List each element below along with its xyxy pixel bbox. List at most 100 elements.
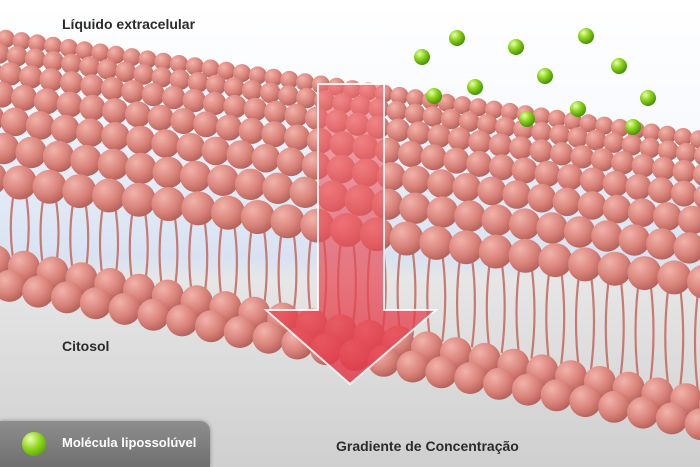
lipid-head — [648, 177, 675, 204]
lipid-head — [477, 176, 507, 206]
lipid-head — [557, 164, 584, 191]
lipid-head — [627, 198, 657, 227]
lipid-head — [276, 147, 306, 177]
lipid-head — [166, 304, 199, 337]
lipid-head — [179, 160, 212, 193]
lipid-head — [207, 164, 239, 196]
lipid-head — [261, 121, 288, 148]
lipid-head — [185, 57, 204, 76]
lipid-head — [657, 260, 692, 295]
lipid-head — [402, 165, 431, 195]
lipid-head — [0, 269, 26, 302]
lipid-head — [122, 48, 141, 67]
lipid-head — [627, 256, 662, 291]
lipid-head — [488, 154, 515, 181]
lipid-head — [296, 73, 314, 92]
lipid-head — [262, 172, 294, 204]
lipid-head — [389, 221, 424, 256]
lipid-head — [240, 200, 275, 234]
lipid-head — [223, 77, 245, 98]
lipid-tail — [649, 283, 655, 382]
lipid-head — [427, 124, 451, 148]
legend-molecule-label: Molécula lipossolúvel — [62, 435, 197, 450]
lipid-head — [672, 159, 696, 184]
liposoluble-molecule — [508, 39, 524, 55]
lipid-head — [28, 34, 47, 53]
lipid-tail — [560, 270, 566, 365]
green-sphere-icon — [22, 432, 46, 456]
lipid-head — [406, 89, 425, 108]
lipid-head — [154, 52, 173, 71]
lipid-head — [137, 298, 170, 331]
lipid-head — [500, 102, 519, 121]
lipid-head — [511, 373, 544, 406]
lipid-head — [631, 154, 655, 178]
lipid-head — [59, 71, 84, 95]
lipid-head — [19, 65, 43, 89]
lipid-head — [195, 310, 227, 343]
lipid-head — [568, 247, 602, 282]
lipid-head — [0, 132, 20, 165]
lipid-head — [162, 85, 186, 110]
lipid-head — [202, 91, 227, 116]
lipid-head — [447, 127, 472, 151]
lipid-head — [550, 142, 574, 166]
lipid-head — [642, 123, 661, 142]
liposoluble-molecules — [414, 28, 656, 135]
lipid-head — [217, 61, 236, 80]
lipid-head — [121, 182, 156, 217]
lipid-head — [264, 68, 283, 87]
lipid-head — [694, 146, 700, 166]
lipid-head — [80, 74, 104, 98]
lipid-head — [56, 91, 83, 118]
lipid-head — [597, 251, 632, 286]
lipid-tail — [500, 261, 506, 354]
lipid-head — [91, 43, 110, 62]
lipid-head — [466, 150, 493, 177]
lipid-head — [458, 111, 480, 132]
lipid-head — [280, 70, 299, 89]
lipid-head — [538, 243, 573, 278]
lipid-head — [15, 136, 47, 169]
lipid-head — [252, 321, 285, 354]
lipid-head — [147, 104, 174, 131]
lipid-head — [495, 116, 516, 138]
lipid-head — [579, 114, 598, 133]
lipid-tail — [515, 265, 521, 359]
lipid-head — [151, 129, 180, 158]
lipid-head — [386, 100, 408, 122]
lipid-head — [570, 145, 594, 169]
lipid-head — [684, 408, 700, 441]
lipid-head — [108, 292, 141, 325]
lipid-head — [115, 61, 136, 83]
lipid-head — [79, 287, 112, 320]
lipid-head — [97, 58, 118, 80]
lipid-head — [138, 50, 157, 69]
lipid-head — [234, 168, 267, 200]
lipid-head — [657, 140, 679, 161]
lipid-head — [468, 130, 492, 154]
lipid-head — [670, 180, 697, 207]
lipid-head — [529, 139, 553, 163]
lipid-head — [440, 108, 462, 130]
lipid-head — [125, 152, 157, 185]
lipid-head — [0, 107, 30, 137]
lipid-head — [552, 187, 582, 217]
lipid-head — [687, 265, 700, 299]
lipid-head — [396, 350, 429, 383]
lipid-tail — [441, 252, 447, 342]
lipid-head — [215, 114, 242, 141]
lipid-head — [673, 232, 700, 264]
lipid-head — [483, 367, 515, 400]
lipid-head — [646, 228, 678, 260]
lipid-head — [264, 100, 288, 125]
lipid-head — [422, 106, 444, 127]
lipid-head — [187, 72, 209, 93]
liposoluble-molecule — [414, 49, 430, 65]
lipid-head — [42, 140, 75, 173]
lipid-head — [485, 100, 503, 119]
lipid-head — [97, 148, 130, 181]
lipid-head — [0, 29, 15, 48]
lipid-head — [100, 77, 125, 101]
